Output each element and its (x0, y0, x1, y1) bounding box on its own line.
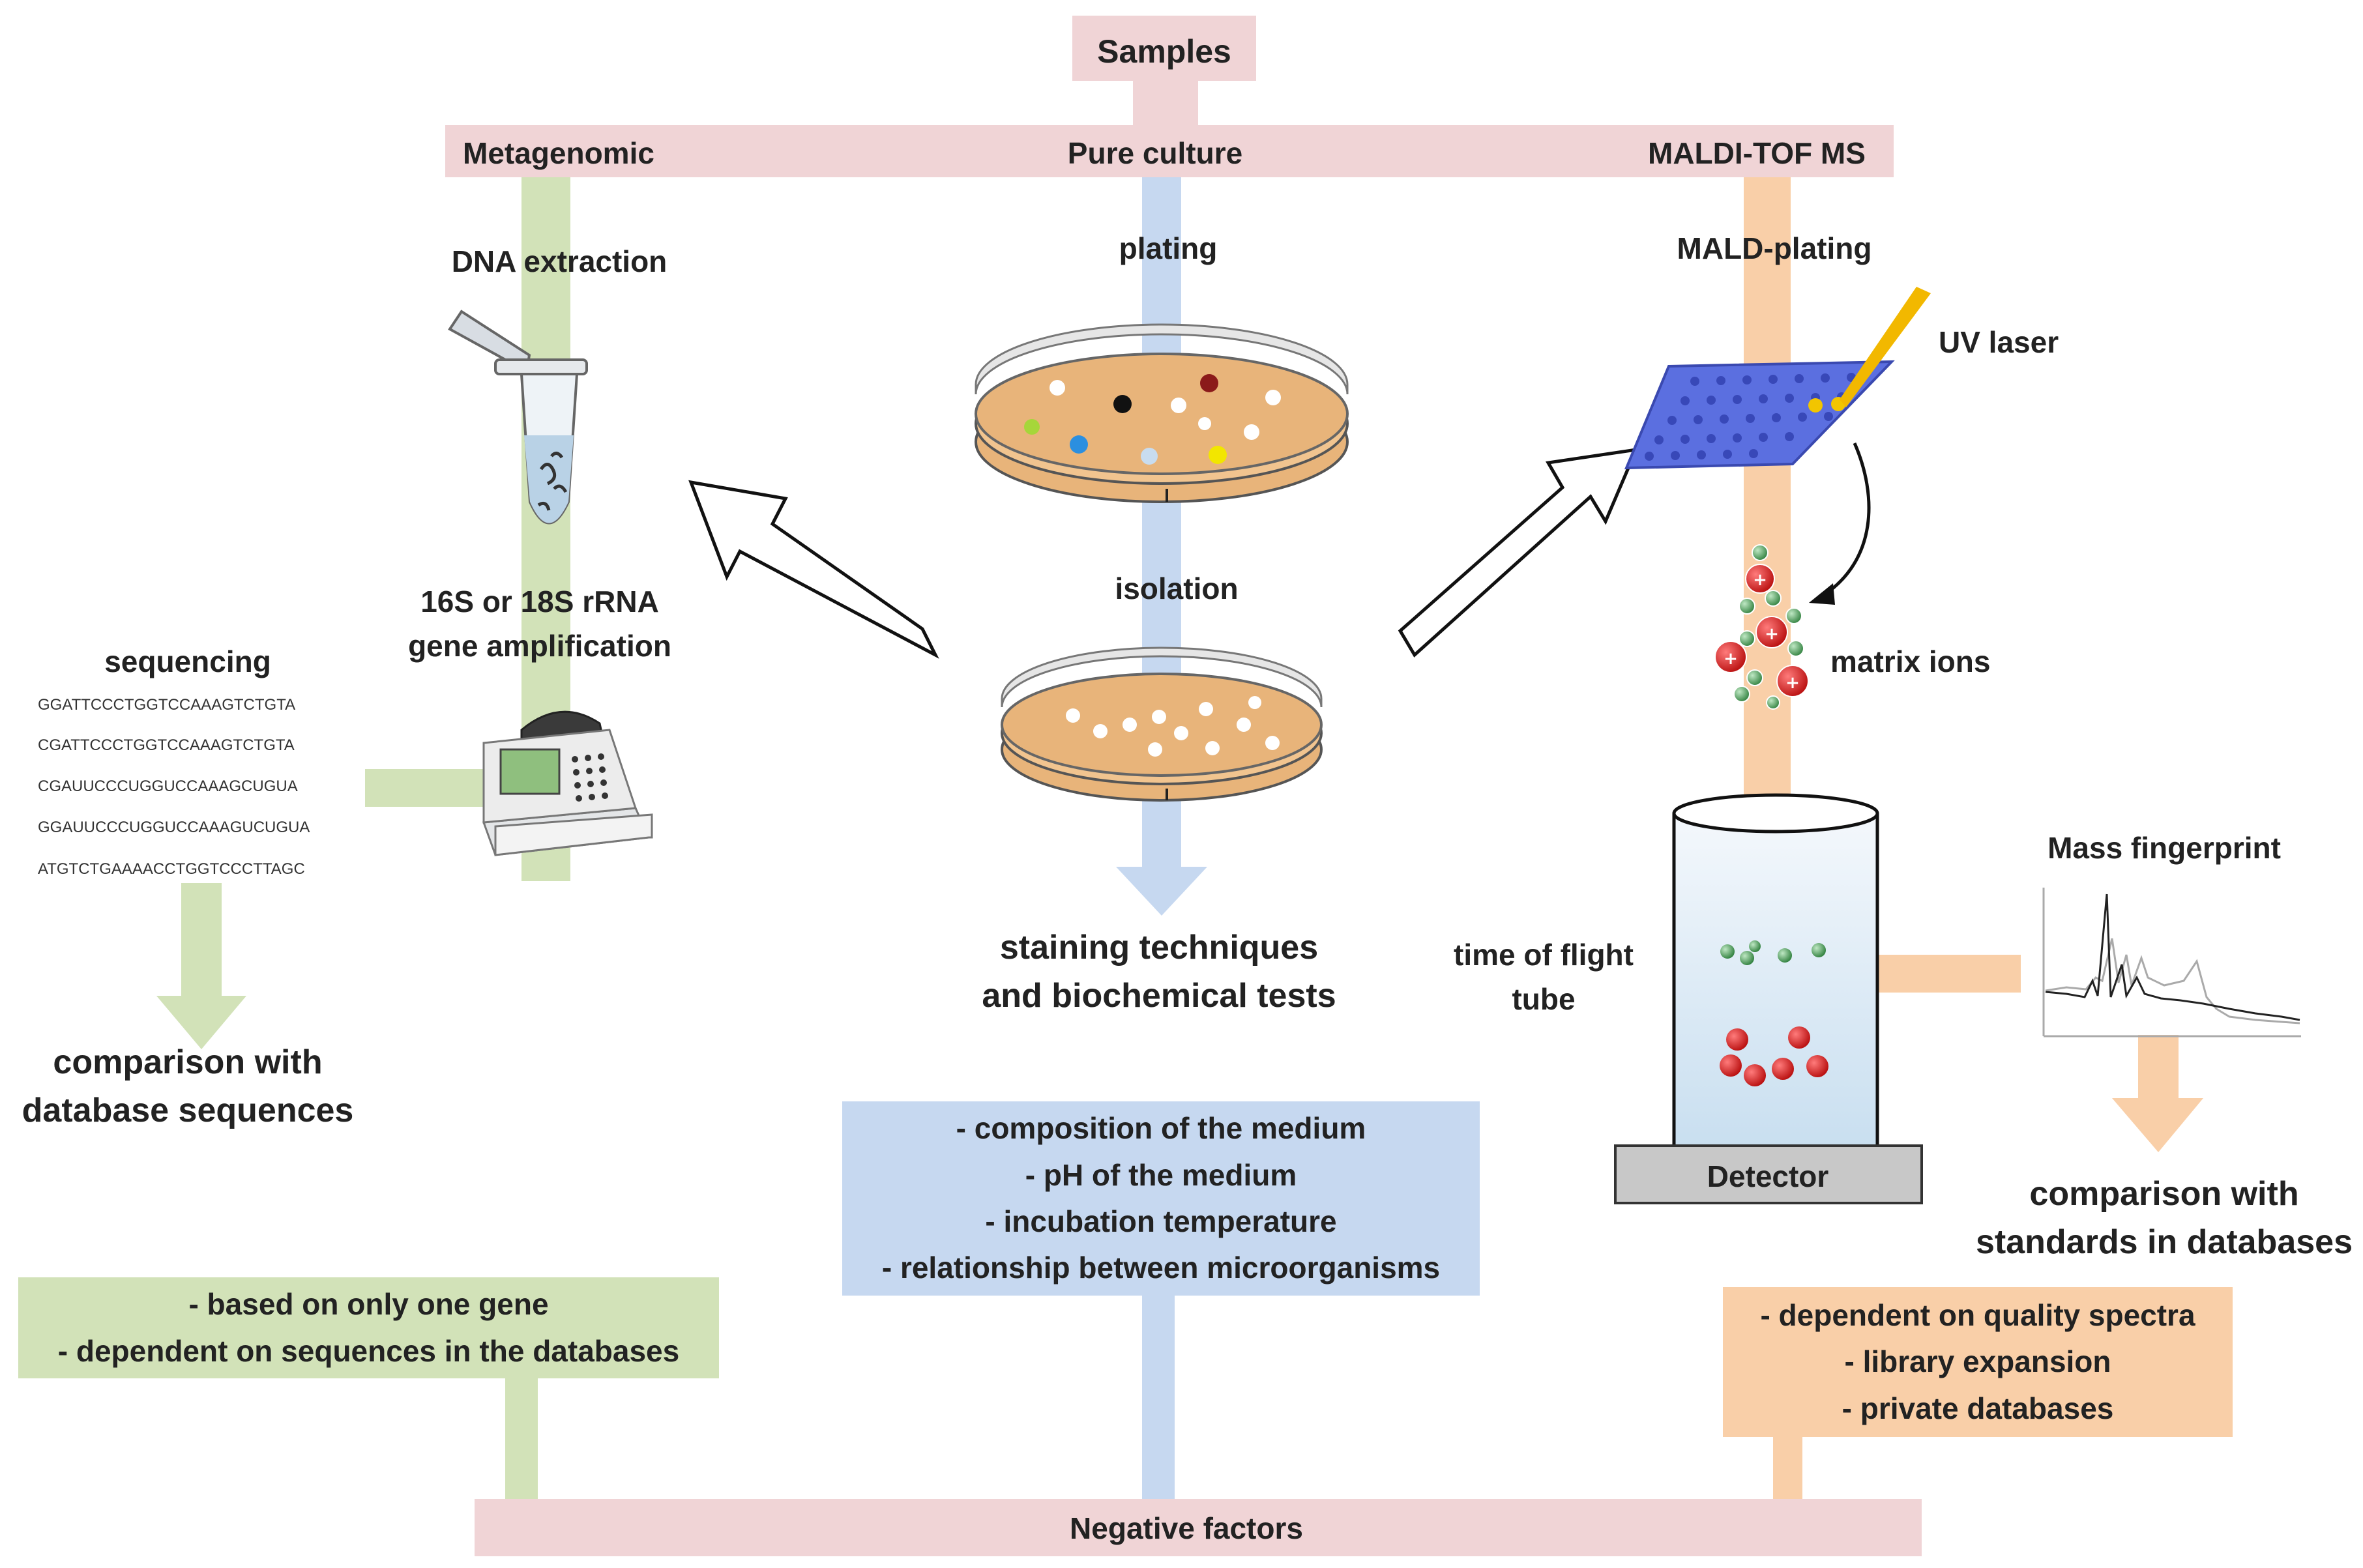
petri-dish-isolation (1001, 646, 1323, 802)
laser-curve-arrow (1821, 442, 1871, 598)
metagenomic-label: Metagenomic (463, 136, 654, 170)
microtube-icon (448, 310, 588, 525)
samples-connector (1072, 16, 1256, 129)
mass-spectrum-icon (2042, 888, 2301, 1038)
metagenomic-negatives-box (18, 1277, 719, 1378)
negative-item: - relationship between microorganisms (881, 1251, 1441, 1285)
sequence-line: ATGTCTGAAAACCTGGTCCCTTAGC (38, 860, 305, 878)
negative-item: - pH of the medium (1025, 1157, 1297, 1192)
uv-laser-beam (1840, 287, 1931, 407)
tof-label-line1: time of flight (1454, 938, 1634, 972)
sequence-down-flow (181, 883, 222, 1000)
metagenomic-negatives-list: - based on only one gene - dependent on … (18, 1277, 719, 1378)
maldi-negatives-list: - dependent on quality spectra - library… (1723, 1287, 2233, 1437)
comparison-database-line2: database sequences (22, 1092, 354, 1129)
orange-negative-connector (1773, 1434, 1802, 1502)
fingerprint-flow (1864, 955, 2021, 993)
arrow-to-maldi (1398, 447, 1639, 658)
maldi-negatives-box (1723, 1287, 2233, 1437)
detector-label: Detector (1707, 1159, 1829, 1193)
uv-laser-label: UV laser (1939, 325, 2059, 359)
negative-factors-band (475, 1499, 1922, 1556)
mass-fingerprint-label: Mass fingerprint (2047, 831, 2281, 865)
matrix-ions-cluster: + + + + (1714, 544, 1809, 710)
negative-item: - dependent on sequences in the database… (57, 1333, 680, 1368)
negative-item: - library expansion (1844, 1344, 2111, 1379)
negative-item: - composition of the medium (956, 1111, 1366, 1146)
green-negative-connector (505, 1375, 538, 1502)
maldi-target-plate-icon (1624, 360, 1895, 470)
negative-item: - based on only one gene (188, 1287, 549, 1322)
negative-item: - dependent on quality spectra (1760, 1298, 2195, 1333)
sequence-line: GGAUUCCCUGGUCCAAAGUCUGUA (38, 819, 310, 836)
fingerprint-down-flow (2138, 1035, 2179, 1100)
dna-extraction-label: DNA extraction (451, 244, 668, 278)
amplification-label-line2: gene amplification (408, 629, 671, 663)
culture-negatives-box (842, 1101, 1480, 1296)
plating-label: plating (1119, 231, 1218, 265)
detector-base (1614, 1144, 1923, 1204)
samples-label: Samples (1097, 33, 1231, 70)
svg-text:+: + (1785, 673, 1800, 693)
comparison-database-line1: comparison with (53, 1043, 323, 1081)
staining-label-line2: and biochemical tests (982, 977, 1336, 1015)
matrix-ions-label: matrix ions (1830, 645, 1991, 678)
negative-factors-label: Negative factors (1070, 1511, 1303, 1545)
maldi-flow (1744, 177, 1791, 803)
tof-tube-icon (1672, 793, 1879, 1146)
comparison-standards-line2: standards in databases (1976, 1223, 2353, 1261)
petri-dish-plating (975, 323, 1349, 503)
maldi-label: MALDI-TOF MS (1648, 136, 1866, 170)
header-band (445, 125, 1894, 177)
sequencing-label: sequencing (104, 645, 271, 678)
comparison-standards-line1: comparison with (2029, 1175, 2299, 1213)
arrow-to-metagenomic (688, 480, 939, 659)
fingerprint-arrow-head (2112, 1098, 2203, 1152)
thermal-cycler-icon (482, 710, 653, 856)
sequence-arrow-head (156, 996, 246, 1049)
amplification-label-line1: 16S or 18S rRNA (420, 585, 659, 618)
laser-curve-arrowhead (1809, 583, 1835, 605)
sequence-line: CGAUUCCCUGGUCCAAAGCUGUA (38, 777, 298, 795)
blue-negative-connector (1142, 1294, 1175, 1502)
negative-item: - private databases (1842, 1391, 2114, 1425)
staining-label-line1: staining techniques (999, 929, 1319, 966)
isolation-label: isolation (1115, 572, 1239, 605)
negative-item: - incubation temperature (985, 1204, 1337, 1238)
sequence-line: CGATTCCCTGGTCCAAAGTCTGTA (38, 736, 295, 754)
svg-text:+: + (1753, 570, 1767, 590)
svg-text:+: + (1724, 649, 1738, 669)
mald-plating-label: MALD-plating (1677, 231, 1872, 265)
culture-arrow-head (1116, 867, 1207, 916)
tof-label-line2: tube (1512, 982, 1576, 1016)
sequence-line: GGATTCCCTGGTCCAAAGTCTGTA (38, 696, 296, 714)
svg-text:+: + (1765, 624, 1779, 644)
culture-negatives-list: - composition of the medium - pH of the … (842, 1101, 1480, 1296)
pure-culture-label: Pure culture (1067, 136, 1243, 170)
